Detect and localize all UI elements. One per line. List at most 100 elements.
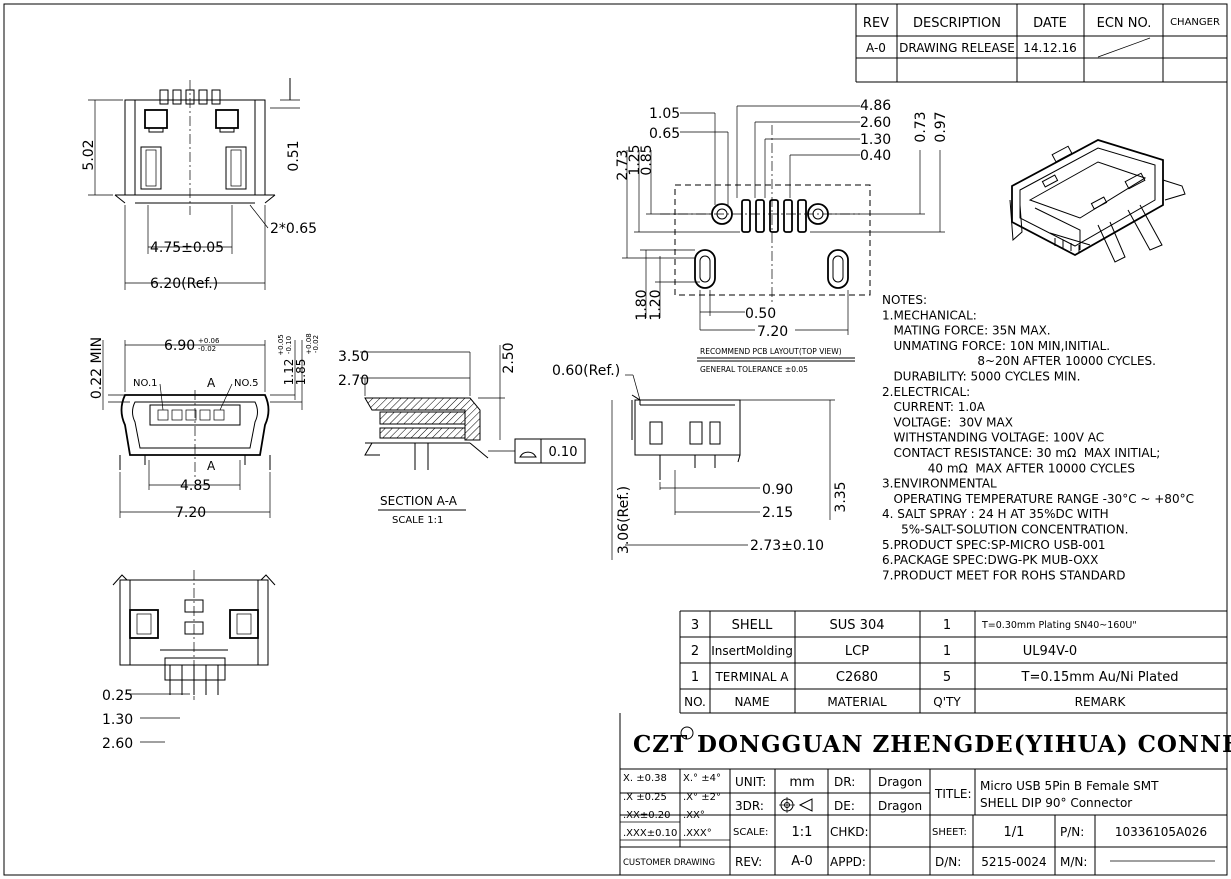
unit-value: mm bbox=[789, 775, 814, 790]
dim-6-90-tol-up: +0.06 bbox=[198, 337, 220, 345]
dim-0-51: 0.51 bbox=[286, 140, 302, 171]
scale-value: 1:1 bbox=[792, 825, 813, 840]
bom-r1-remark: T=0.30mm Plating SN40~160U" bbox=[981, 620, 1137, 631]
pcb-dim-0-85: 0.85 bbox=[639, 144, 655, 175]
pcb-dim-0-97: 0.97 bbox=[933, 111, 949, 142]
front-view: 5.02 0.51 4.75±0.05 2*0.65 6.20(Ref.) bbox=[81, 78, 317, 292]
logo-mark bbox=[680, 726, 694, 740]
bom-r3-no: 1 bbox=[691, 670, 699, 685]
side-dim-2-73: 2.73±0.10 bbox=[750, 538, 824, 554]
chkd-label: CHKD: bbox=[830, 825, 869, 839]
dim-6-20-ref: 6.20(Ref.) bbox=[150, 276, 218, 292]
dim-1-85-tol-dn: -0.02 bbox=[312, 335, 320, 353]
bom-r1-no: 3 bbox=[691, 618, 699, 633]
dim-5-02: 5.02 bbox=[81, 139, 97, 170]
side-view: 0.60(Ref.) 3.06(Ref.) 0.90 2.15 2.73±0.1… bbox=[552, 363, 849, 560]
tol-2x-angle: .XX° bbox=[683, 810, 705, 821]
bom-header-qty: Q'TY bbox=[933, 695, 961, 709]
dim-2-70: 2.70 bbox=[338, 373, 369, 389]
bom-table: 3 SHELL SUS 304 1 T=0.30mm Plating SN40~… bbox=[679, 610, 1227, 714]
description-value: DRAWING RELEASE bbox=[899, 41, 1015, 55]
section-a-top: A bbox=[207, 376, 216, 390]
note-line: 7.PRODUCT MEET FOR ROHS STANDARD bbox=[882, 568, 1125, 582]
note-line: 5%-SALT-SOLUTION CONCENTRATION. bbox=[882, 523, 1128, 537]
note-line: 3.ENVIRONMENTAL bbox=[882, 477, 997, 491]
mn-label: M/N: bbox=[1060, 855, 1087, 869]
customer-drawing: CUSTOMER DRAWING bbox=[623, 858, 715, 868]
dn-label: D/N: bbox=[935, 855, 961, 869]
pcb-dim-1-05: 1.05 bbox=[649, 106, 680, 122]
revision-block: REV DESCRIPTION DATE ECN NO. CHANGER A-0… bbox=[855, 4, 1227, 83]
pn-value: 10336105A026 bbox=[1115, 825, 1207, 839]
pcb-dim-0-73: 0.73 bbox=[913, 111, 929, 142]
projection-label: 3DR: bbox=[735, 799, 764, 813]
title-line-2: SHELL DIP 90° Connector bbox=[980, 796, 1132, 810]
pcb-caption: RECOMMEND PCB LAYOUT(TOP VIEW) bbox=[700, 347, 842, 356]
pcb-dim-2-73: 2.73 bbox=[615, 149, 631, 180]
dim-0-22-min: 0.22 MIN bbox=[89, 337, 105, 399]
side-dim-0-90: 0.90 bbox=[762, 482, 793, 498]
pcb-dim-1-25: 1.25 bbox=[627, 144, 643, 175]
unit-label: UNIT: bbox=[735, 775, 766, 789]
bom-r3-material: C2680 bbox=[836, 670, 878, 685]
note-line: CONTACT RESISTANCE: 30 mΩ MAX INITIAL; bbox=[882, 446, 1160, 460]
note-line: NOTES: bbox=[882, 293, 927, 307]
rev-value-tb: A-0 bbox=[791, 854, 813, 869]
pcb-dim-1-20: 1.20 bbox=[648, 289, 664, 320]
pin-no1-label: NO.1 bbox=[133, 378, 158, 389]
pcb-dim-1-30: 1.30 bbox=[860, 132, 891, 148]
changer-header: CHANGER bbox=[1170, 17, 1220, 28]
section-a-a: 3.50 2.70 2.50 0.10 SECTION A-A SCALE 1:… bbox=[338, 342, 586, 526]
rev-label: REV: bbox=[735, 855, 762, 869]
ecn-header: ECN NO. bbox=[1097, 16, 1152, 31]
pcb-dim-0-40: 0.40 bbox=[860, 148, 891, 164]
flatness-frame bbox=[514, 438, 586, 464]
bom-r3-name: TERMINAL A bbox=[714, 670, 789, 684]
tol-2x: .XX±0.20 bbox=[623, 810, 671, 821]
bom-header-name: NAME bbox=[734, 695, 769, 709]
tol-x-angle: X.° ±4° bbox=[683, 773, 721, 784]
pcb-tolerance: GENERAL TOLERANCE ±0.05 bbox=[700, 365, 808, 374]
sheet-value: 1/1 bbox=[1004, 825, 1025, 840]
title-line-1: Micro USB 5Pin B Female SMT bbox=[980, 779, 1159, 793]
dim-1-12-tol-up: +0.05 bbox=[277, 334, 285, 355]
tol-3x-angle: .XXX° bbox=[683, 828, 712, 839]
dim-6-90: 6.90 bbox=[164, 338, 195, 354]
tol-1x: .X ±0.25 bbox=[623, 792, 667, 803]
date-value: 14.12.16 bbox=[1023, 41, 1076, 55]
side-dim-3-06-ref: 3.06(Ref.) bbox=[616, 486, 632, 554]
note-line: OPERATING TEMPERATURE RANGE -30°C ~ +80°… bbox=[882, 492, 1194, 506]
bom-r1-material: SUS 304 bbox=[830, 618, 885, 633]
flatness-value: 0.10 bbox=[549, 445, 578, 460]
pcb-dim-0-50: 0.50 bbox=[745, 306, 776, 322]
pcb-layout: 1.05 0.65 4.86 2.60 1.30 0.40 0.73 0.97 … bbox=[615, 98, 949, 374]
side-dim-2-15: 2.15 bbox=[762, 505, 793, 521]
note-line: 5.PRODUCT SPEC:SP-MICRO USB-001 bbox=[882, 538, 1106, 552]
dr-value: Dragon bbox=[878, 775, 922, 789]
pcb-dim-1-80: 1.80 bbox=[634, 289, 650, 320]
flatness-symbol bbox=[519, 451, 537, 458]
bom-header-material: MATERIAL bbox=[827, 695, 887, 709]
note-line: MATING FORCE: 35N MAX. bbox=[882, 324, 1051, 338]
bom-r2-material: LCP bbox=[845, 644, 869, 659]
dim-6-90-tol-dn: -0.02 bbox=[198, 345, 216, 353]
bottom-view: 0.25 1.30 2.60 bbox=[102, 570, 276, 752]
bom-header-remark: REMARK bbox=[1075, 695, 1127, 709]
dim-1-12: 1.12 bbox=[282, 359, 296, 386]
connector-3d-view bbox=[1009, 139, 1186, 263]
bom-r1-name: SHELL bbox=[732, 618, 773, 633]
dim-4-85: 4.85 bbox=[180, 478, 211, 494]
dim-2x0-65: 2*0.65 bbox=[270, 221, 317, 237]
dim-2-60: 2.60 bbox=[102, 736, 133, 752]
pcb-dim-7-20: 7.20 bbox=[757, 324, 788, 340]
mid-view: 6.90 +0.06 -0.02 0.22 MIN 1.12 1.85 +0.0… bbox=[89, 333, 320, 521]
note-line: 6.PACKAGE SPEC:DWG-PK MUB-OXX bbox=[882, 553, 1098, 567]
appd-label: APPD: bbox=[830, 855, 866, 869]
note-line: DURABILITY: 5000 CYCLES MIN. bbox=[882, 370, 1080, 384]
note-line: 2.ELECTRICAL: bbox=[882, 385, 970, 399]
dim-1-85-tol-up: +0.08 bbox=[305, 333, 313, 354]
side-dim-3-35: 3.35 bbox=[833, 481, 849, 512]
scale-label: SCALE: bbox=[733, 827, 768, 838]
note-line: 8~20N AFTER 10000 CYCLES. bbox=[882, 354, 1156, 368]
